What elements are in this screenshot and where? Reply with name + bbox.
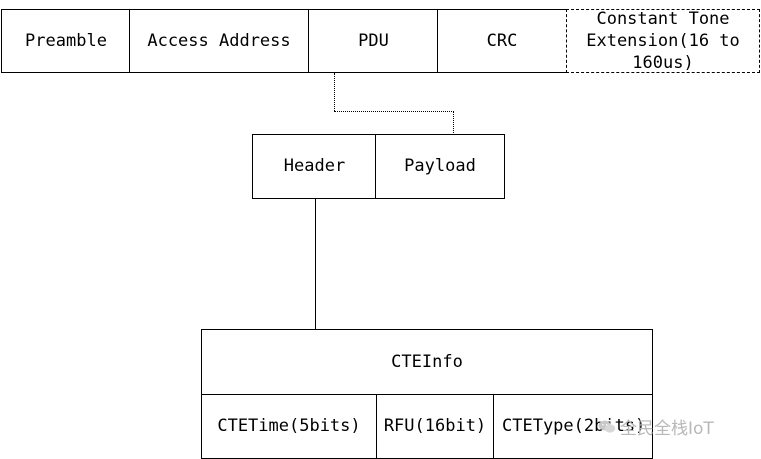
field-access-address-label: Access Address (147, 30, 291, 51)
cteinfo-title-box: CTEInfo (201, 329, 653, 395)
field-crc: CRC (437, 9, 567, 73)
pdu-payload: Payload (375, 134, 505, 199)
cteinfo-title: CTEInfo (391, 351, 463, 372)
cteinfo-rfu-label: RFU(16bit) (383, 416, 487, 437)
cteinfo-ctetime-label: CTETime(5bits) (217, 416, 361, 437)
pdu-header-label: Header (283, 156, 346, 177)
field-preamble-label: Preamble (25, 30, 107, 51)
cteinfo-ctetime: CTETime(5bits) (201, 394, 377, 459)
field-pdu: PDU (308, 9, 439, 73)
field-pdu-label: PDU (358, 30, 389, 51)
field-preamble: Preamble (1, 9, 131, 73)
cteinfo-rfu: RFU(16bit) (376, 394, 494, 459)
connector-payload-up (453, 111, 454, 135)
field-constant-tone-extension: Constant Tone Extension(16 to 160us) (566, 9, 760, 73)
wechat-icon (598, 420, 616, 433)
pdu-header: Header (252, 134, 377, 199)
field-cte-label: Constant Tone Extension(16 to 160us) (586, 8, 740, 74)
connector-pdu-down (334, 73, 335, 111)
watermark-text: 全民全栈IoT (620, 419, 714, 439)
field-crc-label: CRC (486, 30, 518, 51)
field-access-address: Access Address (129, 9, 309, 73)
connector-pdu-horizontal (334, 111, 454, 112)
connector-header-cteinfo (315, 199, 316, 330)
pdu-payload-label: Payload (404, 156, 476, 177)
cteinfo-ctetype: CTEType(2bits) (493, 394, 653, 459)
watermark: 全民全栈IoT (598, 414, 714, 439)
